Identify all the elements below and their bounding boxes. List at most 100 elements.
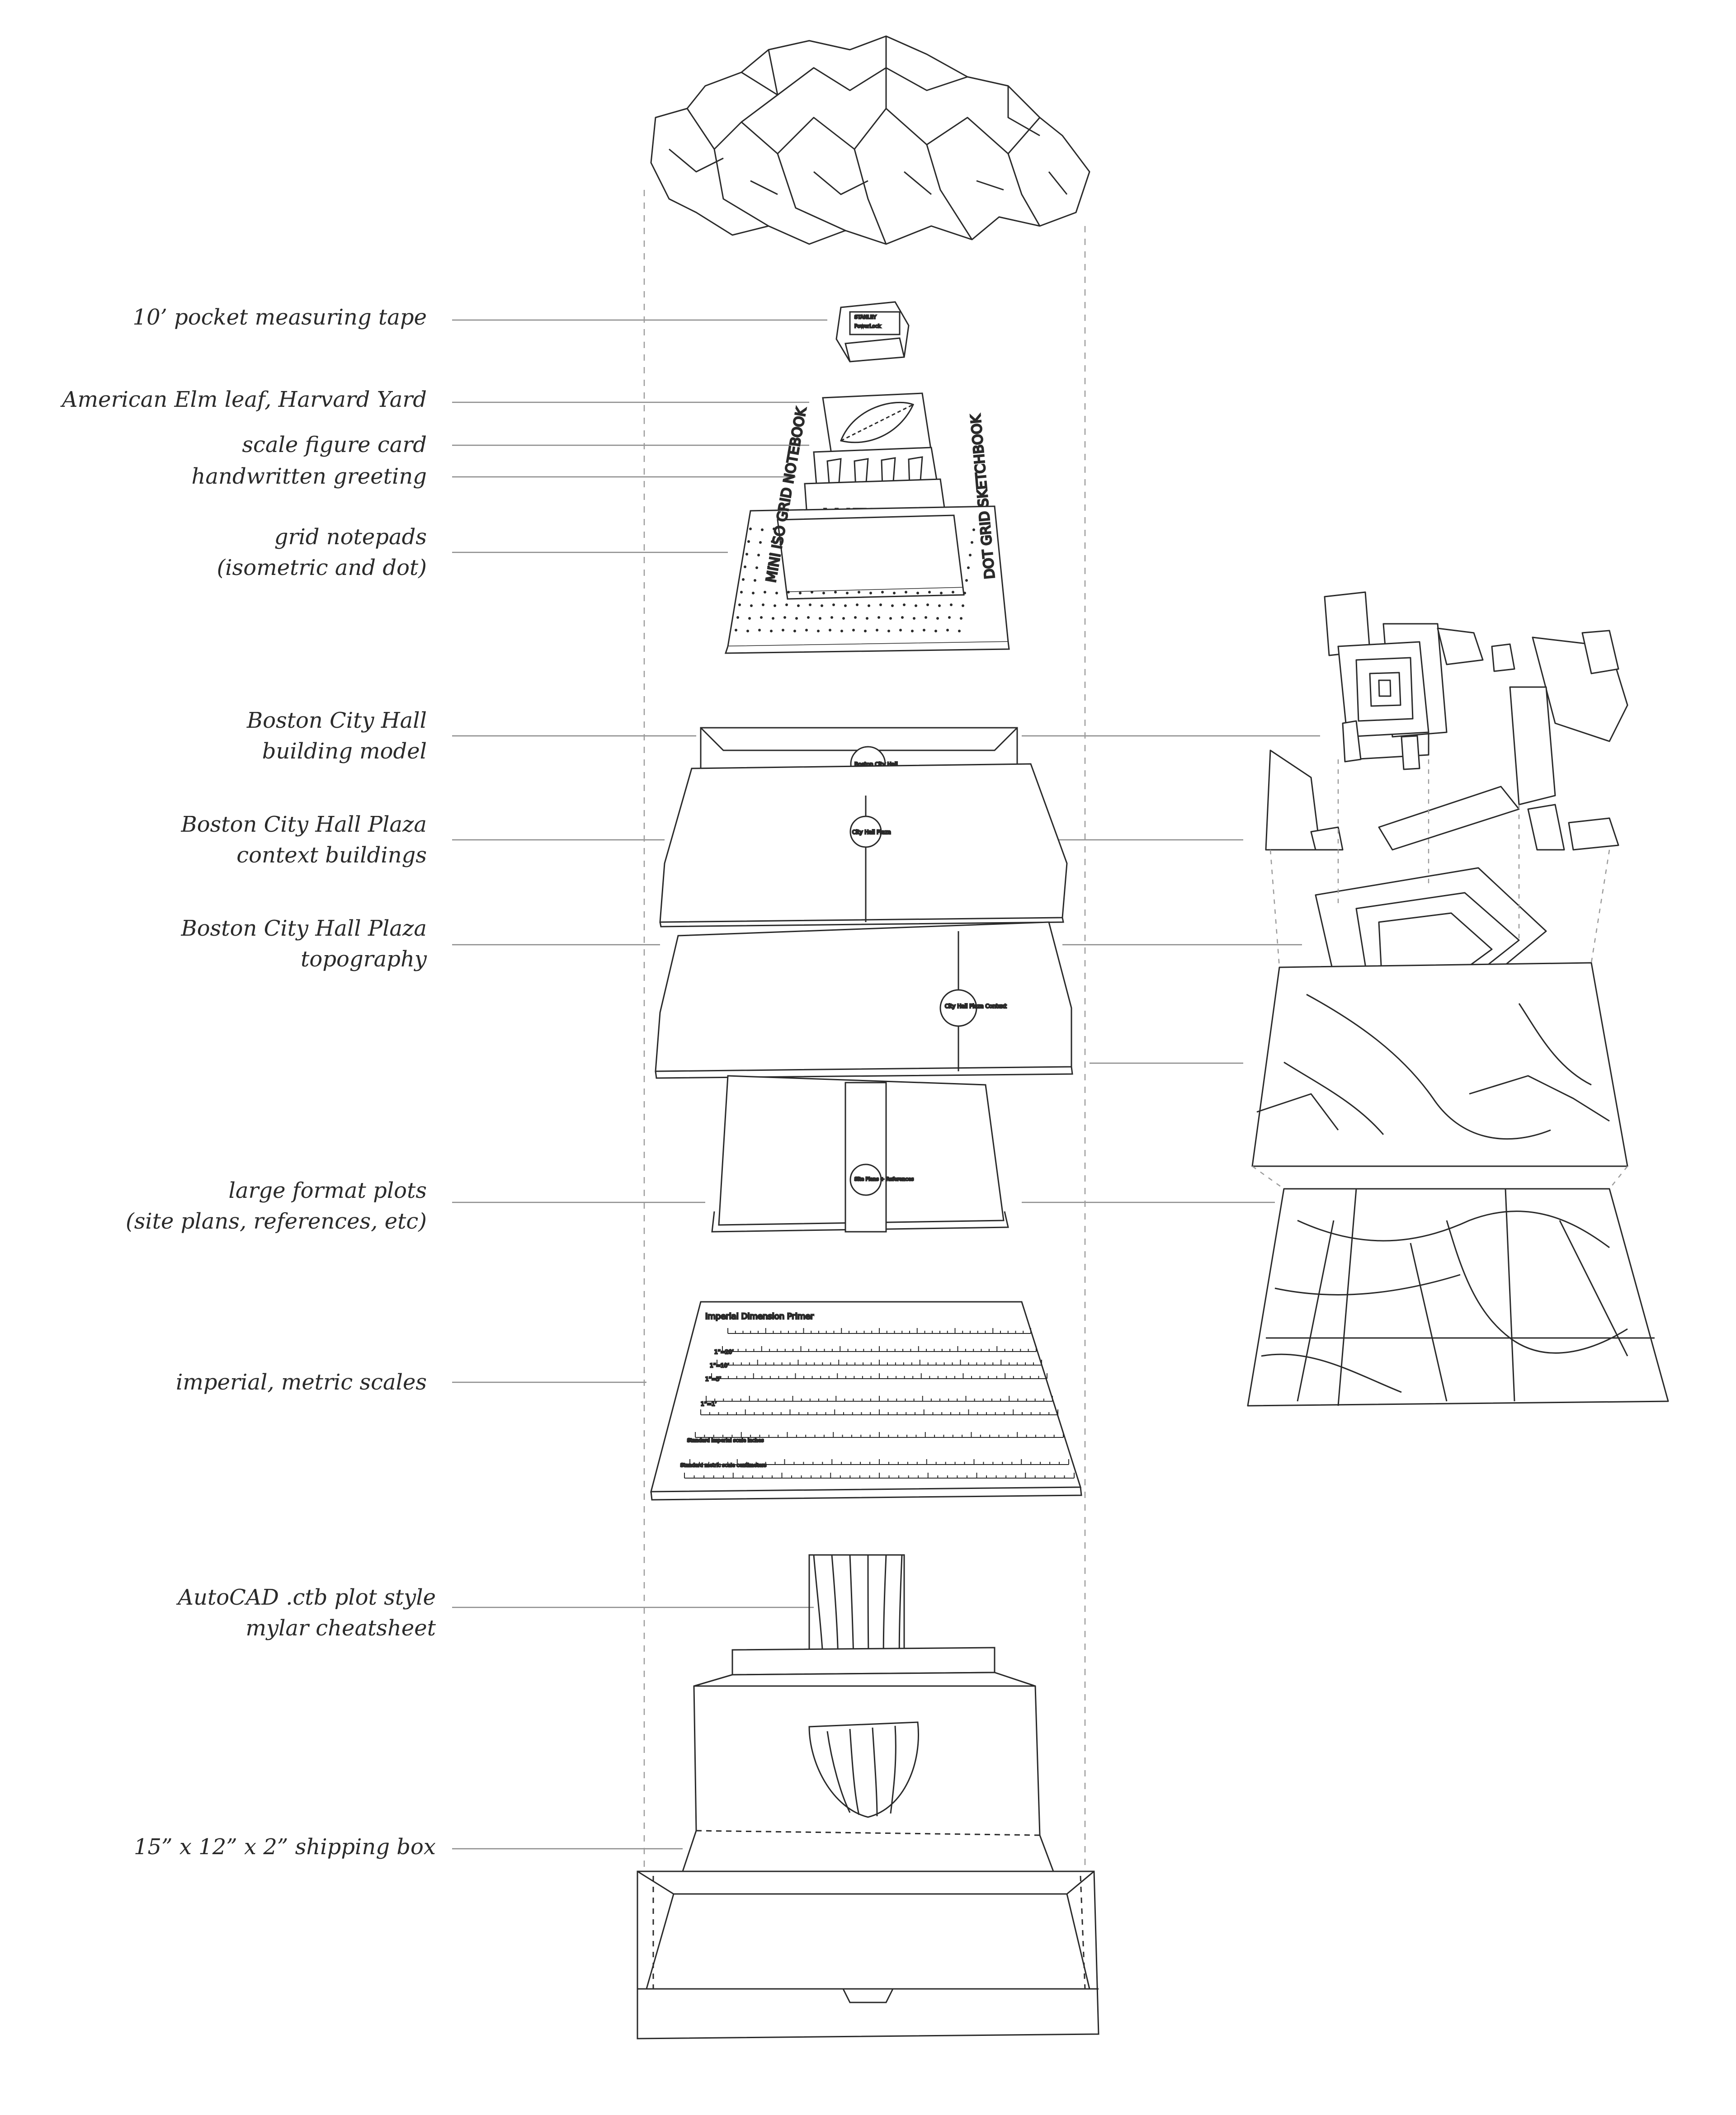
label-context-buildings: Boston City Hall Plaza context buildings: [181, 809, 427, 871]
grid-dot: [856, 603, 859, 606]
label-line: 10’ pocket measuring tape: [132, 305, 427, 330]
grid-dot: [881, 591, 884, 594]
grid-dot: [744, 565, 746, 568]
grid-dot: [817, 630, 820, 632]
grid-dot: [876, 629, 878, 631]
grid-dot: [958, 630, 961, 632]
label-line: AutoCAD .ctb plot style: [178, 1585, 436, 1610]
topography-model: [1251, 867, 1628, 1167]
label-grid-notepads: grid notepads (isometric and dot): [217, 522, 427, 583]
grid-dot: [765, 578, 768, 581]
grid-dot: [840, 630, 843, 632]
grid-dot: [793, 630, 796, 632]
grid-dot: [761, 528, 764, 531]
grid-dot: [969, 554, 972, 556]
svg-text:1”=10’: 1”=10’: [710, 1362, 729, 1369]
shipping-box: [637, 1647, 1099, 2040]
grid-dot: [926, 603, 929, 606]
label-line: building model: [262, 739, 427, 764]
city-hall-building-model: [1324, 591, 1628, 805]
grid-dot: [787, 591, 790, 594]
grid-dot: [819, 617, 821, 620]
grid-dot: [879, 603, 882, 606]
leader-lines: [452, 319, 1320, 1850]
grid-dot: [742, 578, 745, 581]
grid-dot: [809, 603, 811, 606]
grid-dot: [889, 617, 892, 620]
iso-grid-notebook: [777, 514, 964, 593]
grid-dot: [797, 604, 800, 607]
grid-dot: [736, 616, 739, 619]
grid-dot: [899, 629, 902, 631]
label-line: Boston City Hall Plaza: [181, 812, 427, 837]
grid-dot: [948, 616, 951, 619]
grid-dot: [811, 591, 813, 594]
grid-dot: [967, 566, 970, 569]
grid-dot: [903, 603, 906, 606]
grid-dot: [925, 616, 927, 619]
label-line: (site plans, references, etc): [126, 1209, 427, 1234]
box-tray: [637, 1870, 1099, 2040]
label-line: grid notepads: [274, 524, 427, 550]
label-large-format-plots: large format plots(site plans, reference…: [126, 1175, 427, 1237]
svg-text:City Hall Plaza: City Hall Plaza: [852, 829, 891, 835]
label-scales: imperial, metric scales: [176, 1367, 427, 1398]
grid-dot: [754, 579, 756, 582]
grid-dot: [913, 617, 915, 620]
grid-dot: [864, 630, 867, 632]
grid-dot: [940, 592, 943, 594]
grid-dot: [746, 630, 749, 632]
grid-dot: [946, 629, 949, 631]
cheatsheet-sleeve: [808, 1721, 919, 1818]
grid-dot: [822, 592, 825, 594]
grid-dot: [782, 629, 784, 631]
label-line: (isometric and dot): [217, 555, 427, 580]
label-line: context buildings: [236, 843, 427, 868]
grid-dot: [769, 553, 772, 556]
grid-dot: [757, 554, 760, 556]
grid-dot: [950, 603, 953, 606]
svg-text:Site Plans + References: Site Plans + References: [854, 1176, 914, 1182]
grid-dot: [971, 541, 973, 544]
label-line: Boston City Hall Plaza: [181, 916, 427, 941]
grid-dot: [759, 541, 762, 544]
label-elm-leaf: American Elm leaf, Harvard Yard: [62, 384, 427, 415]
grid-dot: [760, 616, 763, 619]
grid-dot: [773, 528, 775, 530]
grid-dot: [740, 591, 743, 594]
grid-dot: [854, 616, 857, 619]
grid-dot: [750, 604, 753, 607]
grid-dot: [783, 616, 786, 619]
grid-dot: [771, 540, 774, 543]
projection-lines: [1252, 759, 1628, 1190]
grid-dot: [901, 616, 904, 619]
svg-text:Standard imperial scale inches: Standard imperial scale inches: [687, 1437, 764, 1443]
grid-dot: [752, 592, 755, 594]
svg-text:1”=1’: 1”=1’: [701, 1401, 717, 1407]
svg-text:1”=5’: 1”=5’: [705, 1376, 721, 1382]
grid-dot: [869, 592, 872, 594]
grid-dot: [774, 604, 776, 607]
large-format-plots: Site Plans + References: [711, 1075, 1009, 1233]
grid-dot: [972, 528, 975, 531]
measuring-tape-icon: STANLEY PowerLock: [835, 301, 910, 363]
scales-sheet: Imperial Dimension Primer 1”=20’ 1”=10’ …: [650, 1301, 1082, 1501]
grid-dot: [887, 630, 890, 632]
label-handwritten-greeting: handwritten greeting: [192, 461, 427, 492]
grid-dot: [962, 604, 964, 607]
grid-dot: [952, 591, 954, 594]
grid-dot: [747, 540, 750, 543]
grid-dot: [891, 604, 894, 607]
grid-dot: [832, 603, 835, 606]
grid-dot: [963, 592, 966, 594]
grid-dot: [738, 603, 741, 606]
grid-dot: [842, 617, 845, 620]
elm-leaf-card: [822, 392, 932, 457]
grid-dot: [960, 617, 962, 620]
grid-dot: [868, 604, 870, 607]
grid-dot: [934, 630, 937, 632]
label-measuring-tape: 10’ pocket measuring tape: [133, 302, 427, 333]
